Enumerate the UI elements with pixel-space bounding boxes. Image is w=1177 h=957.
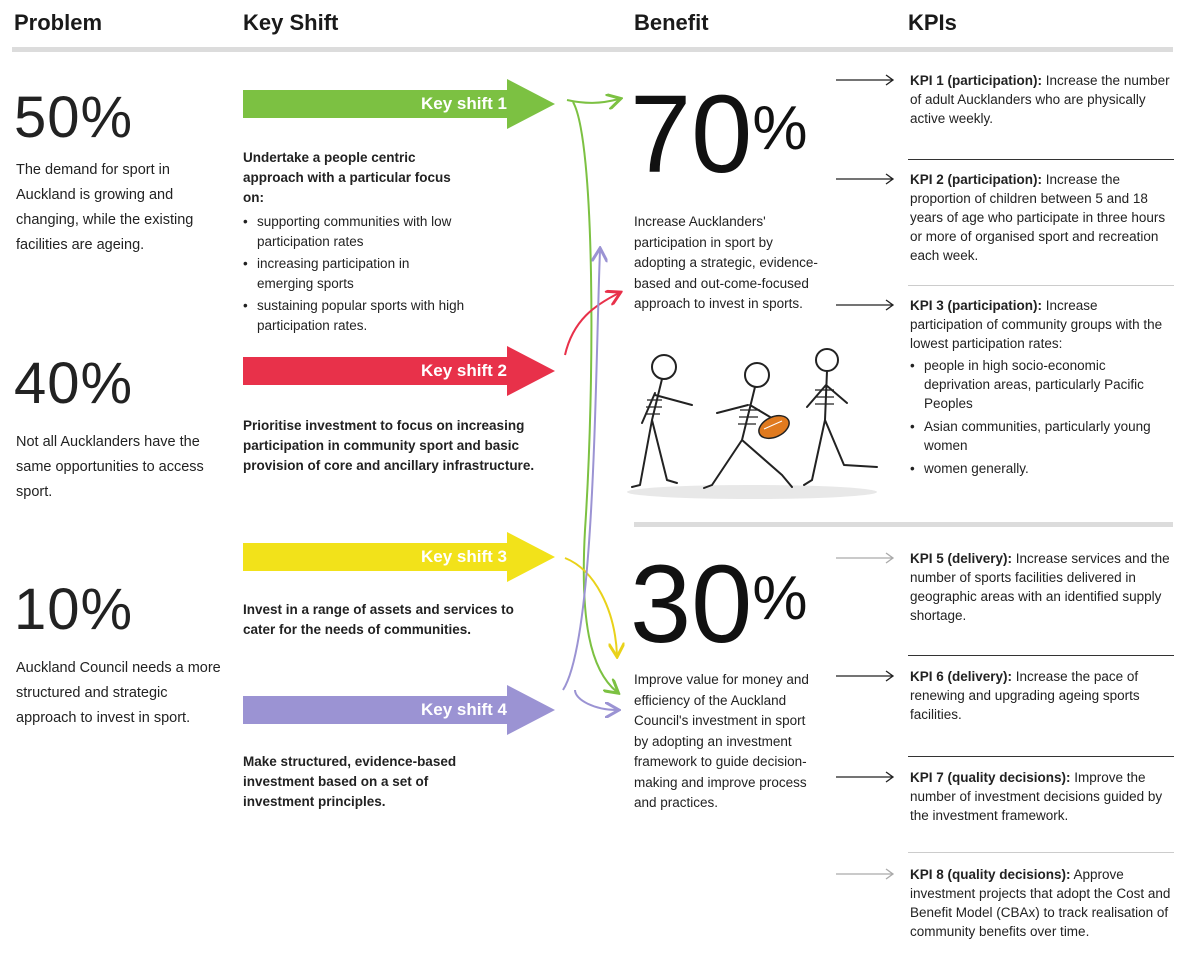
kpi-separator (908, 285, 1174, 286)
kpi-3-bullets: people in high socio-economic deprivatio… (910, 356, 1172, 478)
kpi-separator (908, 852, 1174, 853)
key-shift-1-intro: Undertake a people centric approach with… (243, 150, 451, 205)
kpi-2-arrow (836, 173, 895, 185)
key-shift-3-arrow: Key shift 3 (243, 532, 555, 582)
benefit-1-percent-sign: % (752, 94, 808, 163)
list-item: people in high socio-economic deprivatio… (910, 356, 1172, 413)
connector-arrows (562, 80, 635, 730)
kpi-5-label: KPI 5 (delivery): (910, 551, 1013, 566)
benefit-1-text: Increase Aucklanders' participation in s… (634, 214, 818, 311)
problem-3-text: Auckland Council needs a more structured… (16, 660, 221, 726)
benefit-2-number: 30 (630, 543, 753, 666)
kpi-7: KPI 7 (quality decisions): Improve the n… (910, 768, 1172, 825)
benefit-2-text: Improve value for money and efficiency o… (634, 672, 809, 810)
problem-1-text: The demand for sport in Auckland is grow… (16, 162, 194, 253)
rugby-illustration (627, 348, 878, 499)
kpi-1-text: Increase the number of adult Aucklanders… (910, 73, 1170, 126)
kpi-2-label: KPI 2 (participation): (910, 172, 1043, 187)
kpi-8-text: Approve investment projects that adopt t… (910, 867, 1171, 939)
benefit-divider (634, 522, 1173, 527)
kpi-6-arrow (836, 670, 895, 682)
kpi-7-label: KPI 7 (quality decisions): (910, 770, 1071, 785)
header-kpis: KPIs (908, 10, 957, 35)
benefit-1-percent: 70% (630, 80, 808, 190)
kpi-8-label: KPI 8 (quality decisions): (910, 867, 1071, 882)
header-problem: Problem (14, 10, 103, 35)
kpi-6-text: Increase the pace of renewing and upgrad… (910, 669, 1140, 722)
header-divider (12, 47, 1173, 52)
kpi-6: KPI 6 (delivery): Increase the pace of r… (910, 667, 1172, 724)
key-shift-1-arrow: Key shift 1 (243, 79, 555, 129)
kpi-3: KPI 3 (participation): Increase particip… (910, 296, 1172, 482)
kpi-1-label: KPI 1 (participation): (910, 73, 1043, 88)
key-shift-1-bullets: supporting communities with low particip… (243, 212, 573, 336)
header-key-shift: Key Shift (243, 10, 339, 35)
key-shift-2-arrow: Key shift 2 (243, 346, 555, 396)
key-shift-2-label: Key shift 2 (421, 361, 507, 380)
kpi-5-text: Increase services and the number of spor… (910, 551, 1170, 623)
kpi-5-arrow (836, 552, 895, 564)
kpi-3-text: Increase participation of community grou… (910, 298, 1163, 351)
kpi-separator (908, 159, 1174, 160)
key-shift-4-arrow: Key shift 4 (243, 685, 555, 735)
kpi-2: KPI 2 (participation): Increase the prop… (910, 170, 1172, 265)
kpi-1: KPI 1 (participation): Increase the numb… (910, 71, 1172, 128)
kpi-5: KPI 5 (delivery): Increase services and … (910, 549, 1172, 625)
kpi-7-text: Improve the number of investment decisio… (910, 770, 1163, 823)
problem-2-text: Not all Aucklanders have the same opport… (16, 434, 204, 500)
kpi-1-arrow (836, 74, 895, 86)
kpi-7-arrow (836, 771, 895, 783)
kpi-separator (908, 655, 1174, 656)
kpi-6-label: KPI 6 (delivery): (910, 669, 1013, 684)
list-item: sustaining popular sports with high part… (243, 296, 477, 336)
kpi-3-arrow (836, 299, 895, 311)
kpi-8-arrow (836, 868, 895, 880)
problem-2-percent: 40% (14, 351, 134, 416)
benefit-2-percent: 30% (630, 550, 808, 660)
key-shift-2-description: Prioritise investment to focus on increa… (243, 418, 535, 473)
problem-1-percent: 50% (14, 85, 134, 150)
kpi-2-text: Increase the proportion of children betw… (910, 172, 1166, 263)
benefit-1-number: 70 (630, 73, 753, 196)
problem-3-percent: 10% (14, 577, 134, 642)
key-shift-4-description: Make structured, evidence-based investme… (243, 754, 457, 809)
kpi-separator (908, 756, 1174, 757)
key-shift-4-label: Key shift 4 (421, 700, 507, 719)
header-benefit: Benefit (634, 10, 709, 35)
list-item: Asian communities, particularly young wo… (910, 417, 1172, 455)
benefit-2-percent-sign: % (752, 564, 808, 633)
kpi-3-label: KPI 3 (participation): (910, 298, 1043, 313)
list-item: women generally. (910, 459, 1172, 478)
list-item: increasing participation in emerging spo… (243, 254, 457, 294)
kpi-8: KPI 8 (quality decisions): Approve inves… (910, 865, 1172, 941)
key-shift-3-description: Invest in a range of assets and services… (243, 602, 514, 637)
key-shift-3-label: Key shift 3 (421, 547, 507, 566)
key-shift-1-description: Undertake a people centric approach with… (243, 148, 573, 338)
list-item: supporting communities with low particip… (243, 212, 457, 252)
key-shift-1-label: Key shift 1 (421, 94, 507, 113)
